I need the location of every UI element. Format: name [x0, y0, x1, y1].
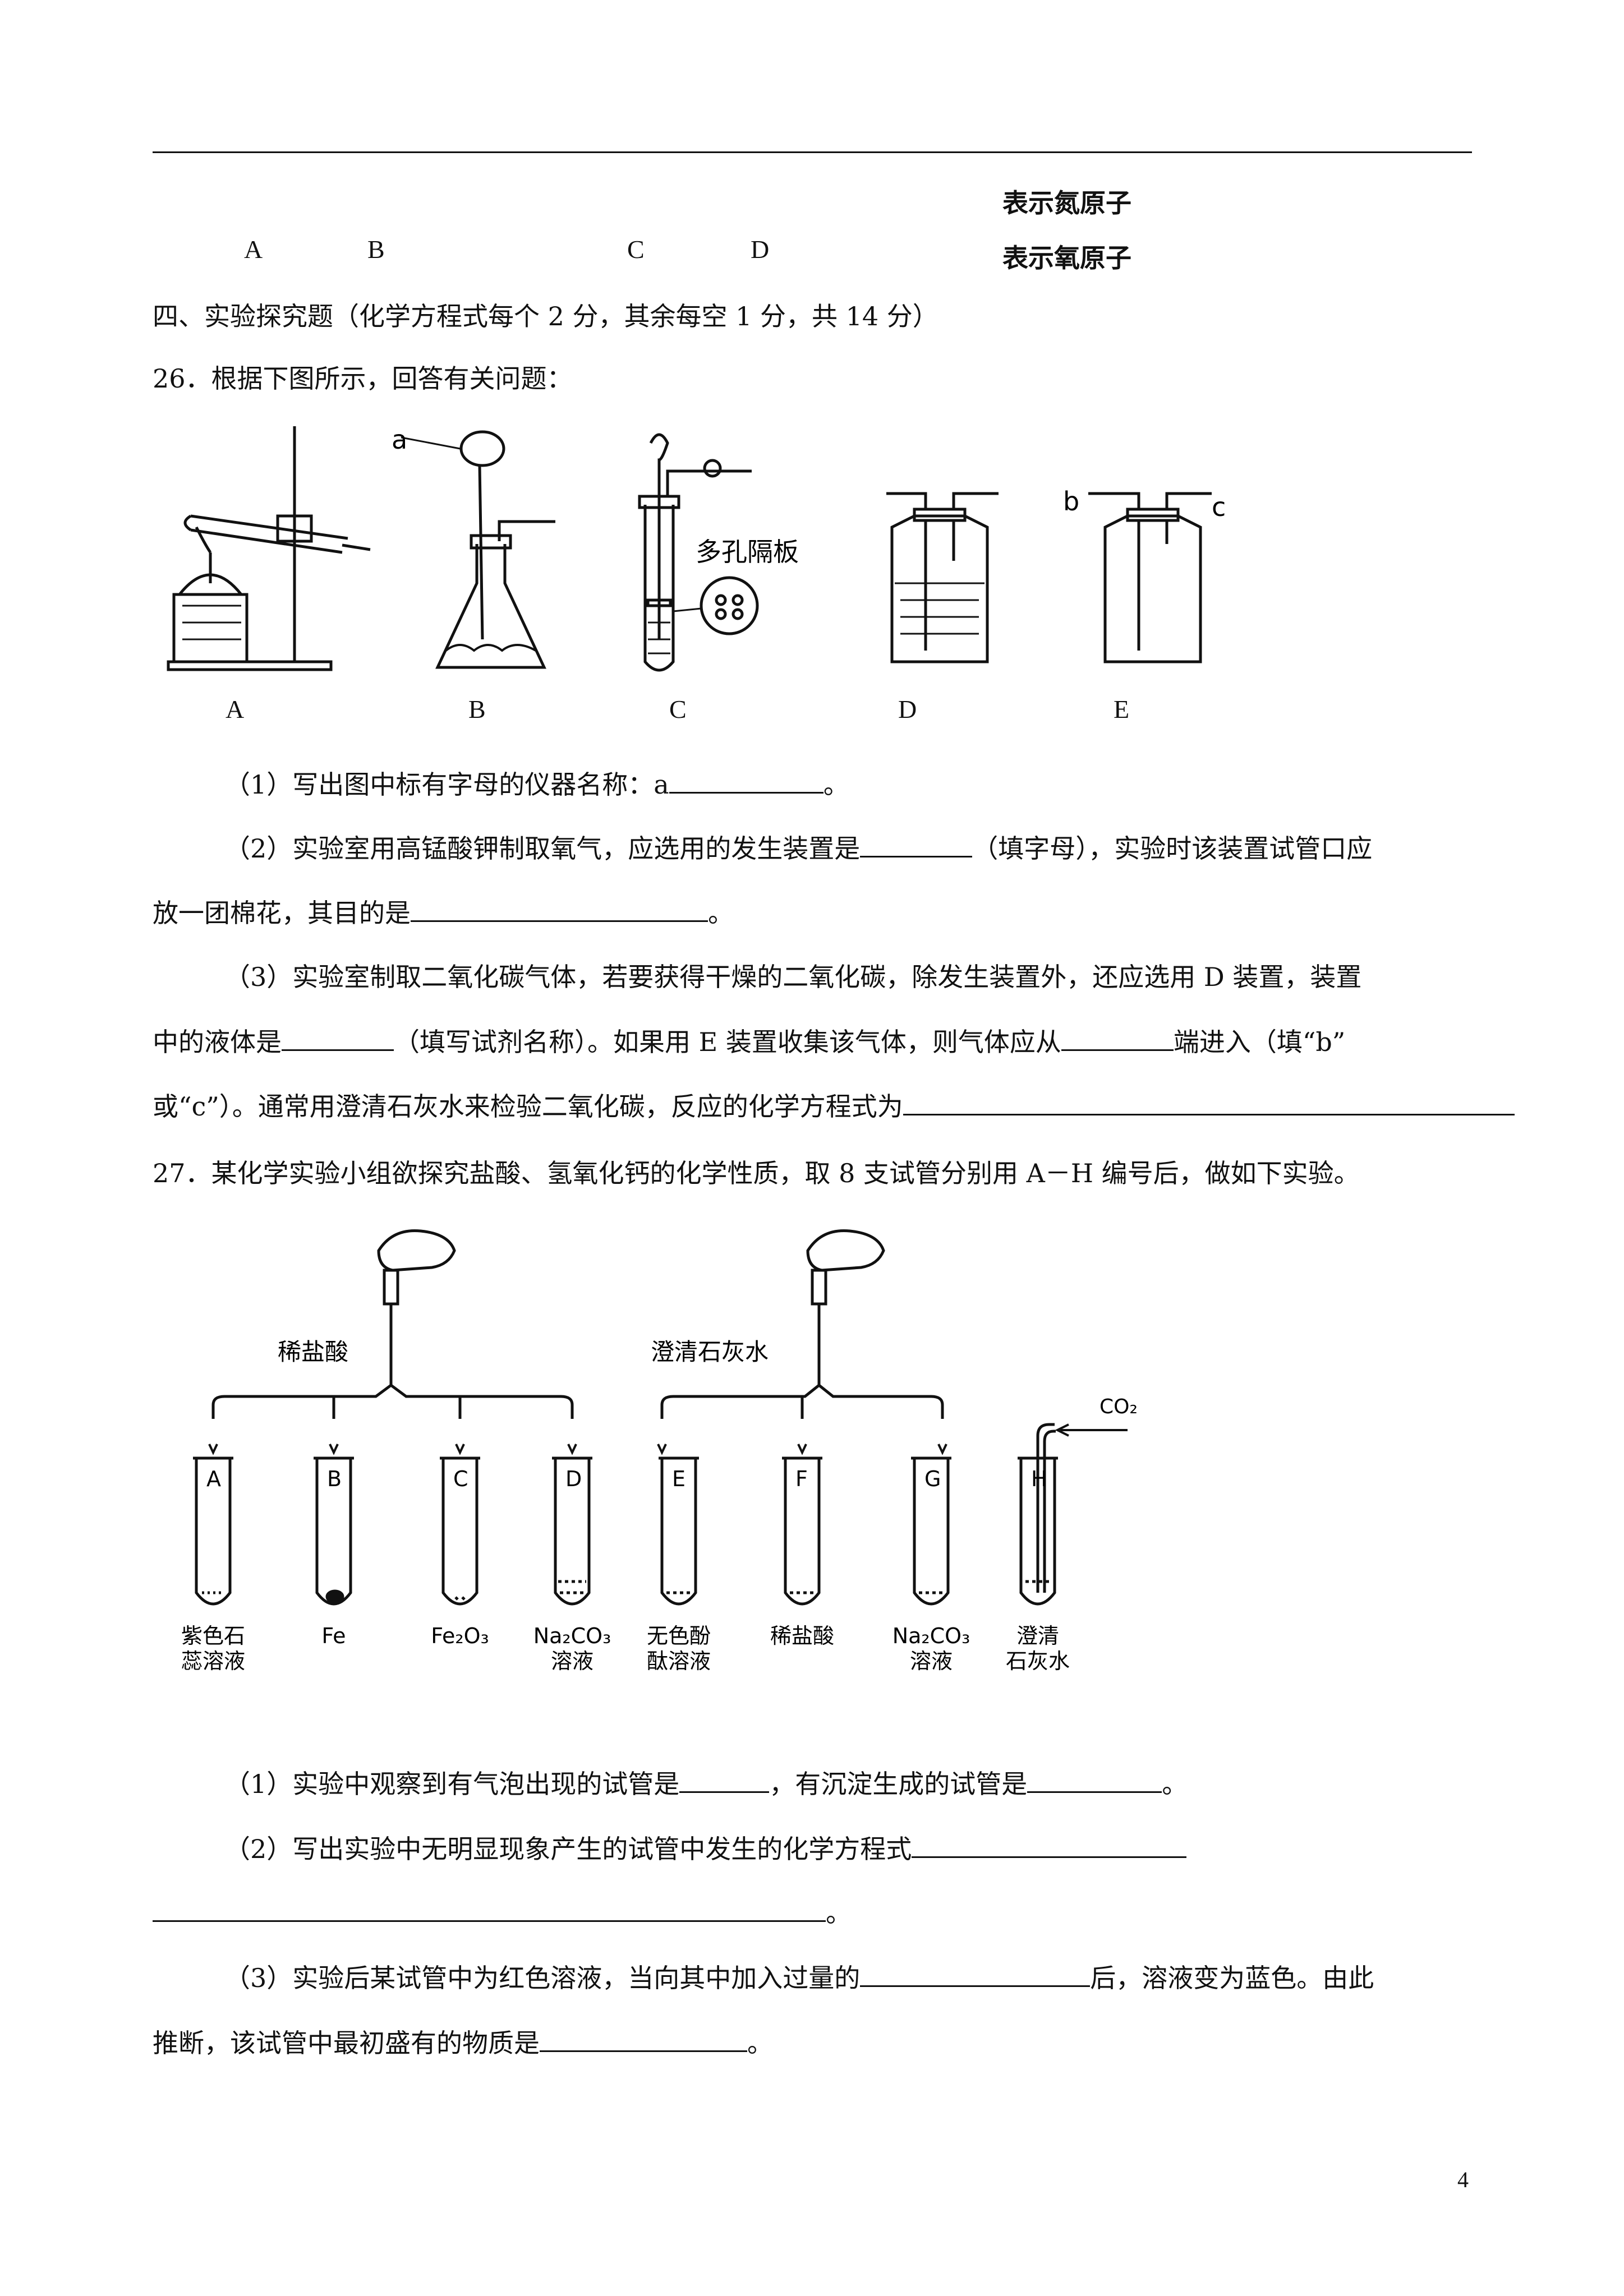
q26-blank-equation[interactable] [903, 1089, 1515, 1115]
porous-plate-label: 多孔隔板 [696, 537, 799, 567]
q26-part1: （1）写出图中标有字母的仪器名称：a。 [224, 767, 849, 801]
tube-b-drawing [314, 1456, 354, 1606]
right-dropper-drawing [660, 1229, 944, 1419]
tube-content-d-1: Na₂CO₃ [533, 1624, 611, 1648]
option-c: C [627, 235, 645, 264]
tube-content-h-1: 澄清 [1016, 1624, 1059, 1648]
apparatus-label-e: E [1114, 695, 1130, 723]
tube-letter-h: H [1031, 1467, 1047, 1491]
option-b: B [367, 235, 385, 264]
marker-a: a [392, 425, 407, 455]
tube-g-drawing [911, 1456, 951, 1606]
tube-a-drawing [193, 1456, 233, 1606]
tube-f-drawing [782, 1456, 822, 1606]
co2-label: CO₂ [1099, 1395, 1138, 1418]
tube-c-drawing [440, 1456, 480, 1606]
tube-letter-e: E [672, 1467, 686, 1491]
q26-blank-device[interactable] [860, 831, 973, 857]
tube-content-h-2: 石灰水 [1006, 1649, 1070, 1673]
tube-content-d-2: 溶液 [551, 1649, 594, 1673]
q27-part2-line1: （2）写出实验中无明显现象产生的试管中发生的化学方程式 [224, 1832, 1187, 1866]
apparatus-label-b: B [468, 695, 486, 723]
option-d: D [751, 235, 770, 264]
tube-content-b: Fe [321, 1624, 346, 1648]
left-dropper-drawing [211, 1229, 574, 1419]
tube-letter-f: F [795, 1467, 808, 1491]
tube-letter-a: A [206, 1467, 221, 1491]
q27-test-tube-figure: 稀盐酸 澄清石灰水 CO₂ A B C D E F G H 紫色石 蕊溶液 Fe… [181, 1229, 1138, 1673]
q27-stem: 27．某化学实验小组欲探究盐酸、氢氧化钙的化学性质，取 8 支试管分别用 A－H… [153, 1158, 1360, 1188]
q26-blank-end[interactable] [1061, 1025, 1174, 1051]
tube-content-c: Fe₂O₃ [431, 1624, 489, 1648]
apparatus-label-c: C [669, 695, 687, 723]
page-number: 4 [1457, 2167, 1469, 2192]
q26-blank-a[interactable] [669, 767, 823, 794]
q27-part1: （1）实验中观察到有气泡出现的试管是，有沉淀生成的试管是。 [224, 1767, 1188, 1801]
apparatus-label-a: A [226, 695, 245, 723]
tube-content-g-1: Na₂CO₃ [892, 1624, 970, 1648]
section-title: 四、实验探究题（化学方程式每个 2 分，其余每空 1 分，共 14 分） [153, 301, 938, 331]
dropper-right-label: 澄清石灰水 [651, 1338, 769, 1366]
apparatus-d-drawing [886, 492, 999, 663]
header-rule [153, 151, 1472, 153]
dropper-left-label: 稀盐酸 [278, 1338, 348, 1366]
apparatus-label-d: D [898, 695, 917, 723]
legend-oxygen: 表示氧原子 [1002, 243, 1131, 273]
q27-blank-reagent[interactable] [860, 1961, 1091, 1987]
tube-letter-c: C [453, 1467, 468, 1491]
q27-blank-substance[interactable] [540, 2026, 747, 2052]
tube-content-e-1: 无色酚 [647, 1624, 711, 1648]
option-a: A [244, 235, 263, 264]
q27-blank-equation-2[interactable] [153, 1896, 826, 1922]
q27-blank-bubbles[interactable] [679, 1767, 770, 1793]
q26-stem: 26．根据下图所示，回答有关问题： [153, 363, 573, 394]
marker-b: b [1063, 486, 1079, 517]
tube-letter-b: B [327, 1467, 342, 1491]
tube-d-drawing [552, 1456, 592, 1606]
q26-part3-line1: （3）实验室制取二氧化碳气体，若要获得干燥的二氧化碳，除发生装置外，还应选用 D… [224, 962, 1362, 992]
tube-content-f: 稀盐酸 [770, 1624, 834, 1648]
apparatus-e-drawing [1088, 492, 1212, 663]
marker-c: c [1212, 492, 1226, 522]
q27-part3-line1: （3）实验后某试管中为红色溶液，当向其中加入过量的后，溶液变为蓝色。由此 [224, 1961, 1374, 1995]
tube-letter-d: D [565, 1467, 582, 1491]
q27-part2-line2: 。 [153, 1896, 852, 1930]
tube-letter-g: G [924, 1467, 941, 1491]
apparatus-b-drawing [401, 430, 555, 669]
apparatus-c-drawing [638, 433, 759, 672]
q26-part3-line3: 或“c”）。通常用澄清石灰水来检验二氧化碳，反应的化学方程式为 [153, 1089, 1515, 1123]
q26-part2-line1: （2）实验室用高锰酸钾制取氧气，应选用的发生装置是（填字母），实验时该装置试管口… [224, 831, 1372, 865]
tube-h-drawing [1018, 1423, 1058, 1606]
q26-apparatus-figure: a b c 多孔隔板 [167, 425, 1226, 672]
q26-blank-liquid[interactable] [282, 1025, 394, 1051]
q26-part2-line2: 放一团棉花，其目的是。 [153, 896, 734, 930]
tube-content-a-2: 蕊溶液 [181, 1649, 245, 1673]
tube-content-e-2: 酞溶液 [647, 1649, 711, 1673]
q27-blank-precipitate[interactable] [1027, 1767, 1162, 1793]
q26-part3-line2: 中的液体是（填写试剂名称）。如果用 E 装置收集该气体，则气体应从端进入（填“b… [153, 1025, 1345, 1059]
q27-blank-equation-1[interactable] [912, 1832, 1187, 1858]
legend-nitrogen: 表示氮原子 [1002, 188, 1131, 218]
apparatus-a-drawing [167, 426, 371, 671]
tube-e-drawing [659, 1456, 699, 1606]
q27-part3-line2: 推断，该试管中最初盛有的物质是。 [153, 2026, 773, 2060]
tube-content-a-1: 紫色石 [181, 1624, 245, 1648]
q26-blank-purpose[interactable] [411, 896, 708, 922]
tube-content-g-2: 溶液 [910, 1649, 953, 1673]
